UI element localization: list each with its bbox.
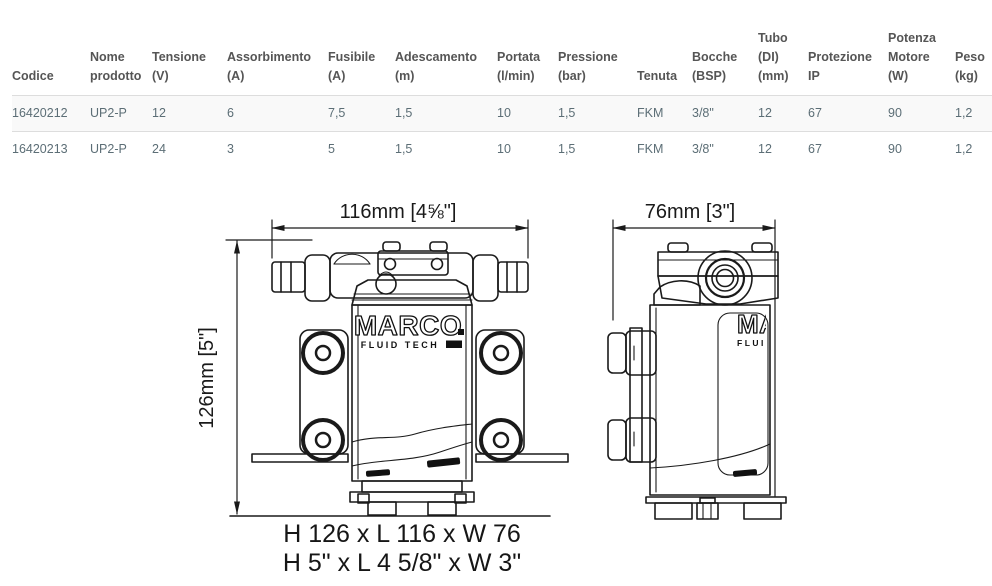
table-cell: 67 <box>808 95 888 132</box>
table-cell: 1,5 <box>395 95 497 132</box>
table-cell: UP2-P <box>90 141 127 156</box>
column-header: Pressione (bar) <box>558 0 637 96</box>
logo-brand-text: MARCO <box>354 310 462 341</box>
mounting-bracket-side <box>607 327 657 463</box>
mounting-bracket-left <box>251 329 349 463</box>
logo-tagline-text-side: FLUID TECH <box>737 338 813 348</box>
pump-base-side <box>645 496 787 520</box>
side-width-label: 76mm [3"] <box>645 201 735 223</box>
table-cell: FKM <box>637 95 692 132</box>
table-cell: 5 <box>328 141 335 156</box>
column-header: Bocche (BSP) <box>692 0 758 96</box>
table-cell: 16420212 <box>12 95 90 132</box>
caption-mm: H 126 x L 116 x W 76 <box>283 520 521 548</box>
table-cell: 3/8" <box>692 141 714 156</box>
clamp-bracket-front <box>377 241 449 276</box>
table-cell: 1,2 <box>955 95 992 132</box>
pump-ports-front <box>271 252 529 302</box>
table-cell: 67 <box>808 141 822 156</box>
column-header: Nome prodotto <box>90 0 152 96</box>
dimensions-caption: H 126 x L 116 x W 76 H 5" x L 4 5/8" x W… <box>230 520 574 578</box>
table-cell: 3/8" <box>692 95 758 132</box>
mounting-bracket-right <box>475 329 569 463</box>
table-cell: 12 <box>758 141 772 156</box>
front-width-dimension: 116mm [4⅝"] <box>271 201 529 259</box>
table-cell: 10 <box>497 95 558 132</box>
side-width-dimension: 76mm [3"] <box>612 201 776 497</box>
table-cell: 12 <box>152 95 227 132</box>
logo-tagline-text: FLUID TECH <box>361 340 440 350</box>
column-header: Tenuta <box>637 0 692 96</box>
table-cell: 1,2 <box>955 141 973 156</box>
table-cell: 90 <box>888 95 955 132</box>
column-header: Assorbimento (A) <box>227 0 328 96</box>
logo-brand-text-side: MARCO <box>737 309 838 339</box>
front-height-label: 126mm [5"] <box>196 327 218 429</box>
table-cell: 6 <box>227 95 328 132</box>
pump-base-front <box>349 480 475 516</box>
column-header: Tensione (V) <box>152 0 227 96</box>
column-header: Portata (l/min) <box>497 0 558 96</box>
column-header: Potenza Motore (W) <box>888 0 955 96</box>
table-cell: 90 <box>888 141 902 156</box>
front-width-label: 116mm [4⅝"] <box>340 201 457 223</box>
front-view-drawing: 116mm [4⅝"] 126mm [5"] <box>196 201 569 517</box>
table-cell: UP2-P <box>90 95 152 132</box>
column-header: Adescamento (m) <box>395 0 497 96</box>
table-cell: 12 <box>758 95 808 132</box>
motor-body-side: MARCO FLUID TECH <box>649 304 838 496</box>
table-cell: 24 <box>152 141 166 156</box>
marco-logo-front: MARCO FLUID TECH <box>353 309 464 350</box>
table-cell: 16420213 <box>12 141 68 156</box>
table-row: 16420213 UP2-P 24 3 5 1,5 10 1,5 FKM 3/8" 12 67 90 1,… <box>12 131 992 167</box>
table-cell: 1,5 <box>558 95 637 132</box>
column-header: Tubo (DI) (mm) <box>758 0 808 96</box>
table-cell: 10 <box>497 141 511 156</box>
side-view-drawing: 76mm [3"] <box>607 201 838 520</box>
technical-drawings: 116mm [4⅝"] 126mm [5"] <box>196 201 838 520</box>
table-cell: FKM <box>637 141 664 156</box>
motor-body-front <box>351 304 473 482</box>
marco-logo-side: MARCO FLUID TECH <box>736 308 838 348</box>
table-cell: 1,5 <box>558 141 576 156</box>
caption-inches: H 5" x L 4 5/8" x W 3" <box>282 549 522 577</box>
pump-head-front <box>351 279 473 306</box>
column-header: Peso (kg) <box>955 0 992 96</box>
pump-head-side <box>653 250 779 306</box>
column-header: Codice <box>12 0 90 96</box>
column-header: Fusibile (A) <box>328 0 395 96</box>
column-header: Protezione IP <box>808 0 888 96</box>
table-cell: 1,5 <box>395 141 413 156</box>
table-cell: 7,5 <box>328 95 395 132</box>
table-cell: 3 <box>227 141 234 156</box>
front-height-dimension: 126mm [5"] <box>196 239 313 515</box>
